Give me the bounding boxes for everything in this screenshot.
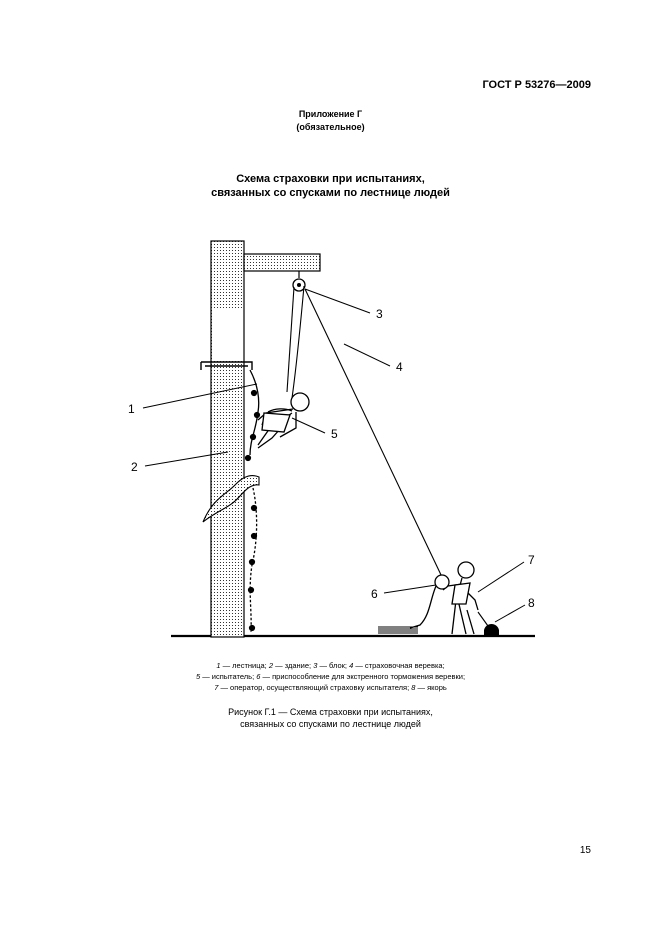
operator-figure bbox=[442, 561, 479, 635]
callout-8: 8 bbox=[528, 596, 535, 610]
section-title-line-1: Схема страховки при испытаниях, bbox=[236, 173, 425, 185]
legend-num-1: 1 bbox=[216, 661, 221, 670]
callout-3: 3 bbox=[376, 307, 383, 321]
callout-6: 6 bbox=[371, 587, 378, 601]
safety-rope bbox=[286, 285, 443, 578]
legend-line-1: 1 — лестница; 2 — здание; 3 — блок; 4 — … bbox=[0, 660, 661, 671]
legend-text-5: — испытатель; bbox=[200, 672, 257, 681]
annex-status: (обязательное) bbox=[296, 122, 365, 132]
legend-text-1: — лестница; bbox=[220, 661, 269, 670]
rope-coil bbox=[378, 626, 418, 634]
document-code: ГОСТ Р 53276—2009 bbox=[482, 79, 591, 91]
ladder bbox=[244, 369, 261, 633]
building bbox=[200, 240, 321, 638]
tester-figure bbox=[257, 392, 310, 449]
legend-num-3: 3 bbox=[313, 661, 318, 670]
legend-num-2: 2 bbox=[268, 661, 274, 670]
callout-5: 5 bbox=[331, 427, 338, 441]
legend-num-7: 7 bbox=[214, 683, 219, 692]
annex-heading: Приложение Г (обязательное) bbox=[0, 108, 661, 134]
legend-line-3: 7 — оператор, осуществляющий страховку и… bbox=[0, 682, 661, 693]
page-number: 15 bbox=[579, 845, 591, 856]
callout-7: 7 bbox=[528, 553, 535, 567]
figure-legend: 1 — лестница; 2 — здание; 3 — блок; 4 — … bbox=[0, 660, 661, 693]
callout-2: 2 bbox=[131, 460, 138, 474]
legend-text-6: — приспособление для экстренного торможе… bbox=[260, 672, 466, 681]
legend-text-8: — якорь bbox=[415, 683, 447, 692]
annex-label: Приложение Г bbox=[298, 109, 363, 119]
callout-leaders bbox=[142, 288, 526, 623]
legend-text-3: — блок; bbox=[317, 661, 350, 670]
legend-text-7: — оператор, осуществляющий страховку исп… bbox=[218, 683, 412, 692]
callout-4: 4 bbox=[396, 360, 403, 374]
legend-num-5: 5 bbox=[195, 672, 201, 681]
legend-text-2: — здание; bbox=[273, 661, 314, 670]
callout-1: 1 bbox=[128, 402, 135, 416]
legend-line-2: 5 — испытатель; 6 — приспособление для э… bbox=[0, 671, 661, 682]
braking-device bbox=[409, 574, 450, 629]
pulley-block bbox=[292, 271, 306, 292]
legend-num-8: 8 bbox=[411, 683, 416, 692]
anchor bbox=[477, 611, 499, 636]
section-title-line-2: связанных со спусками по лестнице людей bbox=[211, 187, 450, 199]
section-title: Схема страховки при испытаниях, связанны… bbox=[0, 172, 661, 200]
caption-line-2: связанных со спусками по лестнице людей bbox=[240, 719, 421, 729]
caption-line-1: Рисунок Г.1 — Схема страховки при испыта… bbox=[228, 707, 433, 717]
legend-num-4: 4 bbox=[349, 661, 354, 670]
legend-num-6: 6 bbox=[256, 672, 261, 681]
figure-caption: Рисунок Г.1 — Схема страховки при испыта… bbox=[0, 706, 661, 730]
legend-text-4: — страховочная веревка; bbox=[353, 661, 445, 670]
